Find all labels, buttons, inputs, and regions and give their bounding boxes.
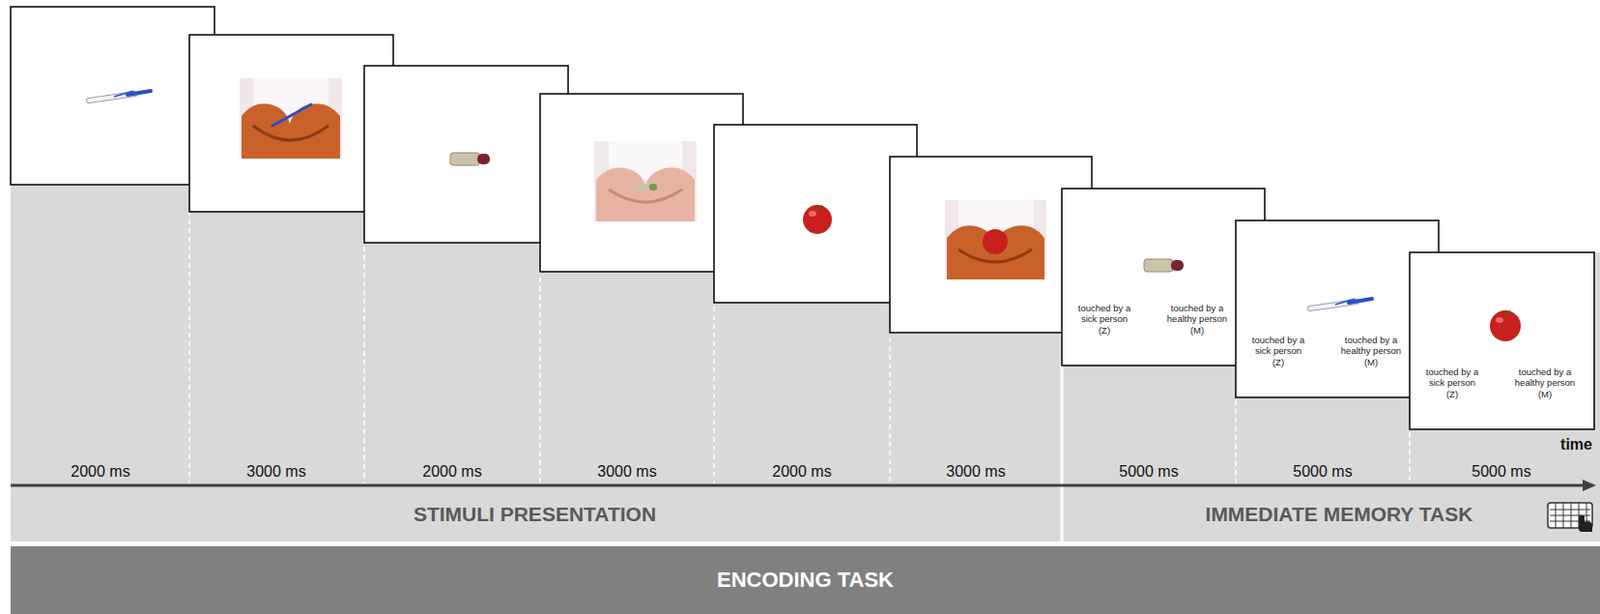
axis-label: time: [1560, 435, 1593, 454]
screen: [1409, 252, 1595, 429]
duration-label: 2000 ms: [70, 462, 130, 481]
hands-photo: [944, 200, 1047, 280]
phase-band: IMMEDIATE MEMORY TASK: [1082, 489, 1597, 539]
duration-label: 3000 ms: [945, 462, 1005, 481]
keyboard-icon: [1547, 502, 1593, 532]
band-title: IMMEDIATE MEMORY TASK: [1205, 501, 1474, 526]
tomato-picture: [1489, 309, 1521, 342]
time-axis: [10, 484, 1585, 487]
response-option: touched by a healthy person (M): [1337, 334, 1405, 368]
hands-photo: [594, 141, 697, 222]
screen: [10, 6, 215, 185]
pen-picture: [1310, 298, 1372, 309]
time-arrow: [1582, 479, 1597, 491]
response-screen: touched by a sick person (Z) touched by a…: [1235, 220, 1439, 398]
response-screen: touched by a sick person (Z) touched by a…: [1061, 188, 1265, 366]
duration-label: 3000 ms: [246, 462, 306, 481]
hands-photo: [239, 78, 343, 159]
ground: [10, 6, 1600, 542]
screen: [1235, 220, 1439, 398]
tomato-picture: [802, 203, 832, 234]
screen: [1061, 188, 1265, 366]
screen: [364, 65, 569, 243]
response-option: touched by a sick person (Z): [1423, 366, 1482, 400]
response-option: touched by a healthy person (M): [1163, 302, 1231, 336]
band-title: ENCODING TASK: [716, 567, 894, 593]
response-screen: touched by a sick person (Z) touched by a…: [1409, 252, 1595, 429]
phase-band: STIMULI PRESENTATION: [10, 489, 1059, 539]
lipstick-picture: [1143, 258, 1184, 272]
duration-label: 2000 ms: [422, 462, 482, 481]
screen: [540, 93, 743, 272]
duration-label: 5000 ms: [1118, 462, 1178, 481]
lipstick-picture: [450, 152, 490, 166]
pen-picture: [88, 90, 151, 101]
duration-label: 3000 ms: [597, 462, 657, 481]
response-option: touched by a sick person (Z): [1075, 302, 1134, 336]
duration-label: 5000 ms: [1292, 462, 1352, 481]
task-band: ENCODING TASK: [10, 545, 1600, 614]
band-title: STIMULI PRESENTATION: [413, 501, 657, 526]
duration-label: 2000 ms: [771, 462, 831, 481]
response-option: touched by a healthy person (M): [1511, 366, 1579, 400]
response-option: touched by a sick person (Z): [1249, 334, 1308, 368]
screen: [714, 124, 917, 303]
duration-label: 5000 ms: [1471, 462, 1531, 481]
screen: [189, 34, 394, 212]
